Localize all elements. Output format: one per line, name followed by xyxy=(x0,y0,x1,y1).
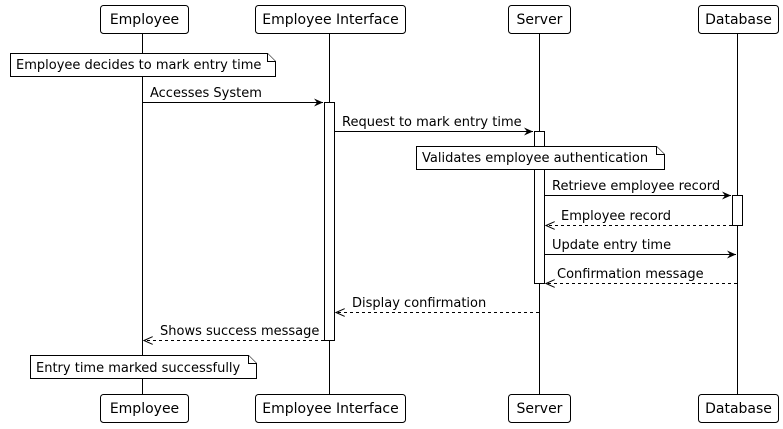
participant-employee-top: Employee xyxy=(100,5,189,34)
participant-server-top: Server xyxy=(508,5,571,34)
participant-employee-bottom: Employee xyxy=(100,394,189,423)
message-accesses-system: Accesses System xyxy=(143,86,323,107)
message-employee-record: Employee record xyxy=(546,209,732,226)
message-label: Employee record xyxy=(561,209,671,224)
note-text: Entry time marked successfully xyxy=(36,361,241,376)
participant-employee-interface-top: Employee Interface xyxy=(255,5,406,34)
activation-server xyxy=(534,131,545,284)
note-start: Employee decides to mark entry time xyxy=(10,53,276,77)
message-label: Shows success message xyxy=(160,324,319,339)
participant-server-bottom: Server xyxy=(508,394,571,423)
participant-label: Employee xyxy=(110,401,179,417)
message-label: Display confirmation xyxy=(352,296,486,311)
message-label: Update entry time xyxy=(552,238,671,253)
note-validate: Validates employee authentication xyxy=(416,146,665,170)
participant-database-bottom: Database xyxy=(698,394,779,423)
message-retrieve-record: Retrieve employee record xyxy=(545,179,731,200)
participant-employee-interface-bottom: Employee Interface xyxy=(255,394,406,423)
participant-database-top: Database xyxy=(698,5,779,34)
participant-label: Server xyxy=(517,12,563,28)
participant-label: Database xyxy=(705,401,772,417)
participant-label: Database xyxy=(705,12,772,28)
message-label: Retrieve employee record xyxy=(552,179,720,194)
message-shows-success: Shows success message xyxy=(144,324,324,341)
message-request-entry-time: Request to mark entry time xyxy=(335,115,533,136)
message-update-entry-time: Update entry time xyxy=(545,238,736,259)
participant-label: Employee Interface xyxy=(262,401,398,417)
message-label: Accesses System xyxy=(150,86,262,101)
message-label: Confirmation message xyxy=(557,267,704,282)
message-label: Request to mark entry time xyxy=(342,115,522,130)
activation-employee-interface xyxy=(324,102,335,341)
participant-label: Server xyxy=(517,401,563,417)
note-text: Validates employee authentication xyxy=(422,151,648,166)
participant-label: Employee xyxy=(110,12,179,28)
participant-label: Employee Interface xyxy=(262,12,398,28)
note-end: Entry time marked successfully xyxy=(30,355,257,379)
note-text: Employee decides to mark entry time xyxy=(16,58,261,73)
activation-database xyxy=(732,195,743,226)
message-confirmation: Confirmation message xyxy=(546,267,737,284)
message-display-confirmation: Display confirmation xyxy=(336,296,539,313)
